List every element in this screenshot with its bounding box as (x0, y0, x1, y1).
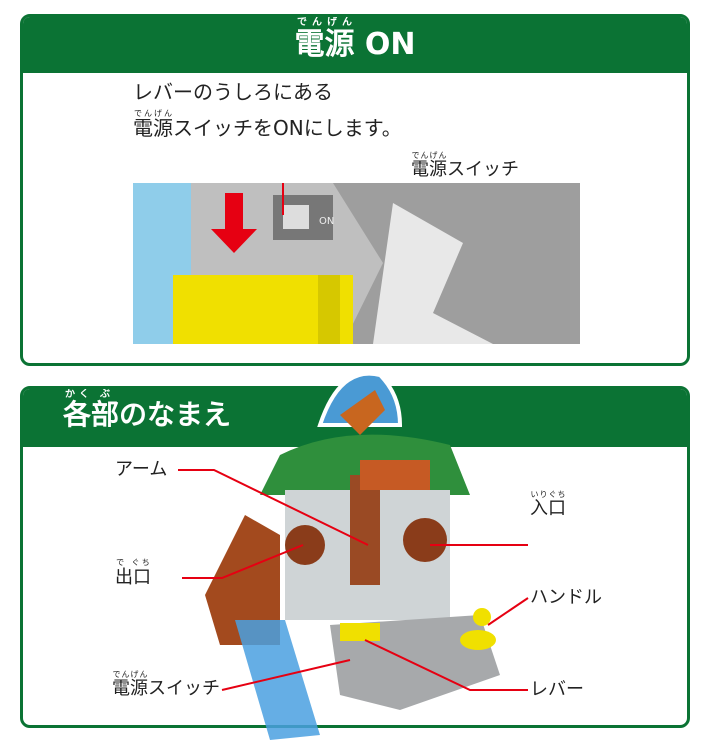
handle[interactable] (460, 630, 496, 650)
power-on-panel: 電源でんげん ON レバーのうしろにある 電源でんげんスイッチをONにします。 … (20, 14, 690, 366)
power-switch-label: 電源でんげんスイッチ (411, 151, 519, 180)
instruction-line2: 電源でんげんスイッチをONにします。 (133, 109, 402, 140)
label-exit: 出口で ぐち (115, 558, 151, 588)
power-switch[interactable] (283, 205, 309, 229)
label-lever: レバー (530, 679, 584, 700)
entrance (403, 518, 447, 562)
label-power-switch: 電源でんげんスイッチ (112, 670, 220, 699)
label-handle: ハンドル (530, 587, 602, 608)
power-on-header: 電源でんげん ON (23, 17, 687, 73)
arm[interactable] (350, 475, 380, 585)
toy-playset-illustration (205, 371, 500, 740)
instruction-line1: レバーのうしろにある (133, 80, 333, 104)
exit (285, 525, 325, 565)
power-title: 電源でんげん (294, 17, 355, 62)
switch-on-print: ON (319, 216, 334, 227)
power-title-on: ON (364, 27, 416, 62)
label-entrance: 入口いりぐち (530, 490, 566, 519)
power-switch-photo: ON (133, 183, 580, 344)
down-arrow-icon (211, 193, 257, 253)
lever[interactable] (340, 623, 380, 641)
label-arm: アーム (115, 459, 168, 480)
